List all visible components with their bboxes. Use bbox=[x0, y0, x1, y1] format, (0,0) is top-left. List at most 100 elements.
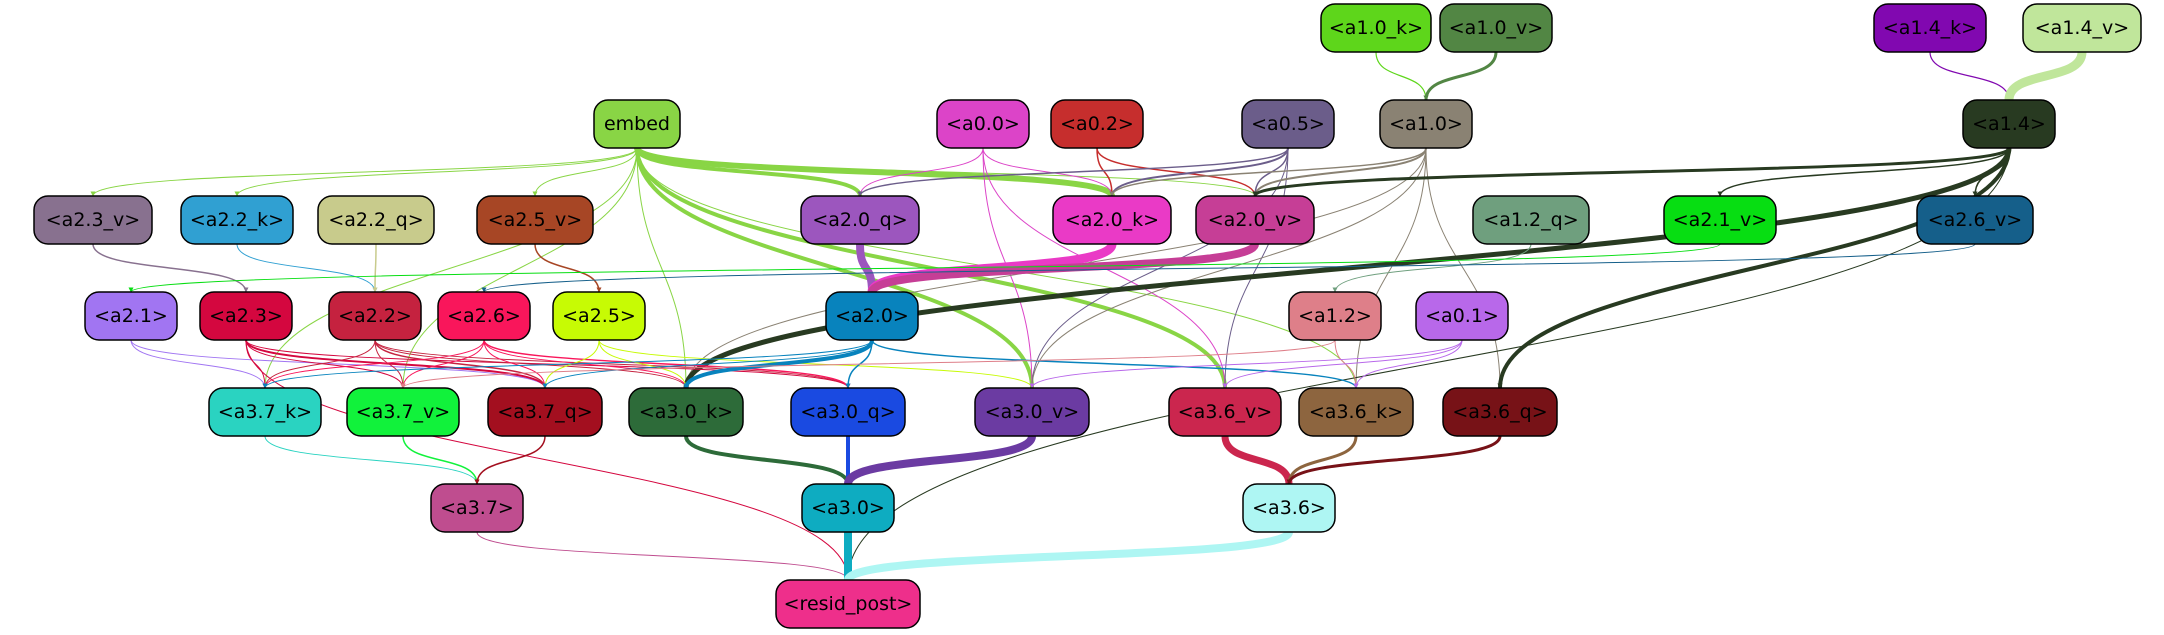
node-label: <a3.0_v> bbox=[985, 401, 1079, 423]
node-a3-6-q[interactable]: <a3.6_q> bbox=[1442, 387, 1558, 437]
node-embed[interactable]: embed bbox=[593, 99, 681, 149]
node-a2-2-q[interactable]: <a2.2_q> bbox=[317, 195, 435, 245]
node-a1-0-v[interactable]: <a1.0_v> bbox=[1439, 3, 1553, 53]
edge-a2_1-to-a3_7_k bbox=[130, 339, 268, 389]
node-a1-4-k[interactable]: <a1.4_k> bbox=[1873, 3, 1987, 53]
node-a0-0[interactable]: <a0.0> bbox=[936, 99, 1030, 149]
node-a2-5-v[interactable]: <a2.5_v> bbox=[476, 195, 594, 245]
node-label: <a2.2> bbox=[338, 305, 412, 327]
node-a1-2-q[interactable]: <a1.2_q> bbox=[1472, 195, 1590, 245]
node-label: <a2.0_q> bbox=[812, 209, 907, 231]
edge-a2_0-to-a3_7_q bbox=[542, 339, 873, 389]
node-label: <a0.0> bbox=[946, 113, 1020, 135]
node-a2-0[interactable]: <a2.0> bbox=[825, 291, 919, 341]
edge-a2_2-to-a3_7_v bbox=[374, 339, 406, 389]
node-a1-0-k[interactable]: <a1.0_k> bbox=[1320, 3, 1432, 53]
node-a3-7[interactable]: <a3.7> bbox=[430, 483, 524, 533]
node-label: <a3.0_k> bbox=[639, 401, 733, 423]
node-a1-0[interactable]: <a1.0> bbox=[1379, 99, 1473, 149]
node-box bbox=[1962, 99, 2056, 149]
node-label: <a0.2> bbox=[1060, 113, 1134, 135]
edge-embed-to-a2_5_v bbox=[532, 147, 638, 197]
edge-a2_0-to-a3_0_k bbox=[683, 339, 874, 389]
node-a2-3-v[interactable]: <a2.3_v> bbox=[33, 195, 153, 245]
node-a3-0-k[interactable]: <a3.0_k> bbox=[628, 387, 744, 437]
node-label: <a2.2_k> bbox=[190, 209, 284, 231]
edge-a1_0_k-to-a1_0 bbox=[1375, 51, 1429, 101]
edge-embed-to-a3_0_k bbox=[636, 147, 689, 389]
node-box bbox=[328, 291, 422, 341]
node-a3-6-k[interactable]: <a3.6_k> bbox=[1298, 387, 1414, 437]
edge-a1_4-to-a3_6_q bbox=[1497, 147, 2011, 389]
node-a2-6-v[interactable]: <a2.6_v> bbox=[1916, 195, 2034, 245]
node-resid-post[interactable]: <resid_post> bbox=[775, 579, 921, 629]
node-label: <a3.6> bbox=[1252, 497, 1326, 519]
node-box bbox=[487, 387, 603, 437]
node-box bbox=[1241, 99, 1335, 149]
edge-a0_2-to-a2_0_k bbox=[1096, 147, 1115, 197]
node-box bbox=[208, 387, 322, 437]
edge-a3_6-to-resid_post bbox=[844, 529, 1293, 583]
edge-a1_0-to-a3_6_q bbox=[1425, 147, 1503, 389]
node-box bbox=[1298, 387, 1414, 437]
node-a0-1[interactable]: <a0.1> bbox=[1415, 291, 1509, 341]
node-label: <a1.4_v> bbox=[2035, 17, 2129, 39]
node-a3-0-v[interactable]: <a3.0_v> bbox=[974, 387, 1090, 437]
edge-embed-to-a3_7_k bbox=[262, 147, 638, 389]
edge-a2_0-to-a3_7_k bbox=[262, 339, 873, 389]
edge-a3_7-to-resid_post bbox=[476, 531, 851, 581]
edge-a2_2_q-to-a2_2 bbox=[372, 243, 378, 293]
node-a2-0-v[interactable]: <a2.0_v> bbox=[1195, 195, 1315, 245]
node-box bbox=[1168, 387, 1282, 437]
node-label: <a1.0> bbox=[1389, 113, 1463, 135]
edge-embed-to-a2_2_k bbox=[234, 147, 638, 197]
edge-a2_2-to-a3_7_q bbox=[374, 339, 548, 389]
node-a3-0-q[interactable]: <a3.0_q> bbox=[790, 387, 906, 437]
node-label: <a1.2_q> bbox=[1483, 209, 1578, 231]
node-label: <a2.5> bbox=[562, 305, 636, 327]
node-a2-2[interactable]: <a2.2> bbox=[328, 291, 422, 341]
node-box bbox=[1288, 291, 1382, 341]
edge-a2_3-to-resid_post bbox=[245, 339, 851, 581]
node-box bbox=[1439, 3, 1553, 53]
node-a3-6-v[interactable]: <a3.6_v> bbox=[1168, 387, 1282, 437]
node-a2-5[interactable]: <a2.5> bbox=[552, 291, 646, 341]
node-a3-0[interactable]: <a3.0> bbox=[801, 483, 895, 533]
node-box bbox=[825, 291, 919, 341]
node-a2-0-q[interactable]: <a2.0_q> bbox=[800, 195, 920, 245]
node-a0-5[interactable]: <a0.5> bbox=[1241, 99, 1335, 149]
node-a1-2[interactable]: <a1.2> bbox=[1288, 291, 1382, 341]
node-a2-1[interactable]: <a2.1> bbox=[84, 291, 178, 341]
node-label: <a2.5_v> bbox=[488, 209, 582, 231]
node-a1-4-v[interactable]: <a1.4_v> bbox=[2022, 3, 2142, 53]
node-a1-4[interactable]: <a1.4> bbox=[1962, 99, 2056, 149]
node-a3-7-q[interactable]: <a3.7_q> bbox=[487, 387, 603, 437]
node-box bbox=[790, 387, 906, 437]
edge-a2_3_v-to-a2_3 bbox=[92, 243, 249, 293]
node-box bbox=[1873, 3, 1987, 53]
node-a3-7-k[interactable]: <a3.7_k> bbox=[208, 387, 322, 437]
node-label: <a2.1_v> bbox=[1673, 209, 1767, 231]
node-a2-3[interactable]: <a2.3> bbox=[199, 291, 293, 341]
node-box bbox=[2022, 3, 2142, 53]
node-box bbox=[1442, 387, 1558, 437]
node-a0-2[interactable]: <a0.2> bbox=[1050, 99, 1144, 149]
edge-a0_2-to-a2_0_v bbox=[1096, 147, 1258, 197]
node-box bbox=[317, 195, 435, 245]
node-a2-6[interactable]: <a2.6> bbox=[437, 291, 531, 341]
edge-a3_6_v-to-a3_6 bbox=[1221, 435, 1293, 485]
node-label: <resid_post> bbox=[784, 593, 913, 615]
edge-a3_7_k-to-a3_7 bbox=[264, 435, 480, 485]
node-a2-2-k[interactable]: <a2.2_k> bbox=[180, 195, 294, 245]
edge-a1_4_k-to-a1_4 bbox=[1929, 51, 2012, 101]
node-a2-1-v[interactable]: <a2.1_v> bbox=[1663, 195, 1777, 245]
node-label: <a3.7_v> bbox=[356, 401, 450, 423]
nodes-layer: <a1.0_k><a1.0_v> <a1.4_k> <a1.4_v>embed <a0… bbox=[33, 3, 2142, 629]
edge-a2_6_v-to-a2_6 bbox=[481, 243, 1976, 293]
node-label: <a2.3> bbox=[209, 305, 283, 327]
node-box bbox=[1050, 99, 1144, 149]
node-a3-6[interactable]: <a3.6> bbox=[1242, 483, 1336, 533]
node-a2-0-k[interactable]: <a2.0_k> bbox=[1052, 195, 1172, 245]
node-a3-7-v[interactable]: <a3.7_v> bbox=[346, 387, 460, 437]
